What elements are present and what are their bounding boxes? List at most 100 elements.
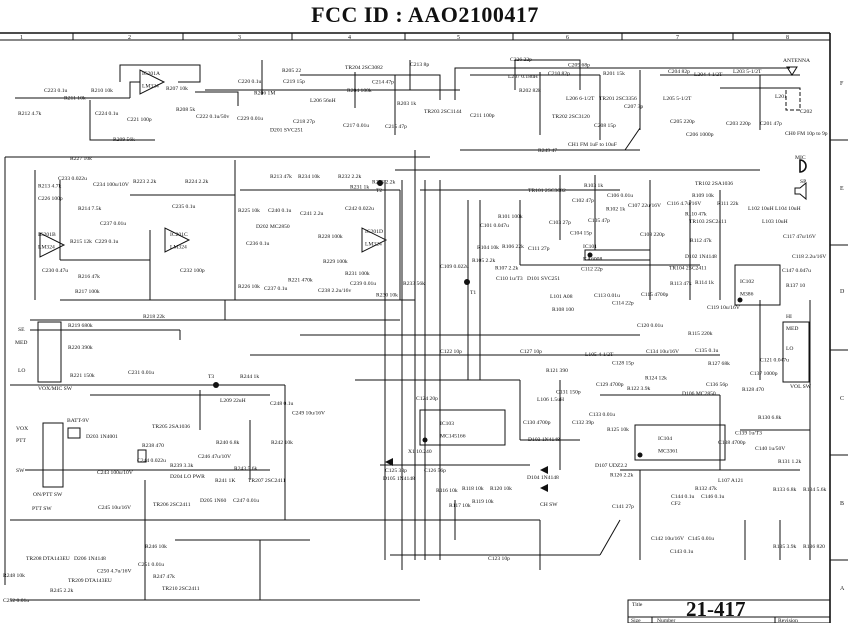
label-r103: R103 1k <box>584 183 603 189</box>
label-c103: C103 27p <box>549 220 571 226</box>
label-d101: D101 SVC251 <box>527 276 560 282</box>
ic104-chip <box>634 424 726 461</box>
row-label: C <box>840 396 844 402</box>
label-c213: C213 8p <box>410 62 429 68</box>
label-c202: C202 <box>800 109 812 115</box>
title-block-number-label: Number <box>657 618 675 623</box>
label-r108: R108 100 <box>552 307 574 313</box>
label-c239: C239 0.01u <box>350 281 376 287</box>
label-c142: C142 10u/16V <box>651 536 684 542</box>
label-r221: R221 470k <box>288 278 313 284</box>
vol-switch <box>782 321 810 383</box>
column-label: 2 <box>128 35 131 41</box>
ic-ref-label: IC101 <box>583 244 597 250</box>
label-c224: C224 0.1u <box>95 111 119 117</box>
wire <box>195 91 239 106</box>
ic-part-label: M386 <box>740 291 754 297</box>
label-tr206: TR206 2SC2411 <box>153 502 191 508</box>
components <box>37 66 810 492</box>
label-c226: C226 22p <box>510 57 532 63</box>
label-c138: C138 4700p <box>718 440 746 446</box>
label-c102: C102 47p <box>572 198 594 204</box>
label-ch1: CH1 FM 1uF to 10uF <box>568 142 617 148</box>
column-label: 7 <box>676 35 679 41</box>
ic-ref-label: IC201C <box>170 232 188 238</box>
label-r245: R245 2.2k <box>50 588 74 594</box>
label-r110: R110 47k <box>685 211 707 217</box>
label-c130: C130 4700p <box>523 420 551 426</box>
label-c219: C219 15p <box>283 79 305 85</box>
label-c128: C128 15p <box>612 360 634 366</box>
label-r213: R213 47k <box>270 174 292 180</box>
label-r229: R229 100k <box>323 259 348 265</box>
label-c117: C117 47u/16V <box>783 234 816 240</box>
label-c141: C141 27p <box>612 504 634 510</box>
test-point-t1 <box>464 279 470 285</box>
page-title: FCC ID : AAO2100417 <box>311 2 539 27</box>
label-d204: D204 LO PWR <box>170 474 205 480</box>
label-c242: C242 0.022u <box>345 206 374 212</box>
label-c233: C233 0.022u <box>58 176 87 182</box>
test-point-label: T3 <box>208 374 214 380</box>
label-c132: C132 39p <box>572 420 594 426</box>
label-c145: C145 0.01u <box>688 536 714 542</box>
vox-mic-switch-position: LO <box>18 368 25 374</box>
label-d202: D202 MC2850 <box>256 224 290 230</box>
label-r113: R113 47k <box>670 281 692 287</box>
ic-part-label: LM324 <box>170 244 187 250</box>
label-tr102: TR102 2SA1036 <box>695 181 733 187</box>
label-r242: R242 10k <box>271 440 293 446</box>
label-r105: R105 2.2k <box>472 258 496 264</box>
label-c204: C204 82p <box>668 69 690 75</box>
label-c244: C244 0.022u <box>137 458 166 464</box>
label-r230: R230 10k <box>376 292 398 298</box>
label-c206: C206 1000p <box>686 132 714 138</box>
label-r210: R210 10k <box>91 88 113 94</box>
label-c109: C109 0.022u <box>440 264 469 270</box>
vol-switch-position: HI <box>786 314 792 320</box>
label-c146: C146 0.1u <box>701 494 725 500</box>
label-c134: C134 10u/16V <box>646 349 679 355</box>
vox-mic-switch-position: MED <box>15 340 27 346</box>
label-c101: C101 0.047u <box>480 223 509 229</box>
label-c112: C112 22p <box>581 266 603 272</box>
label-l102: L102 10uH <box>748 206 774 212</box>
label-c251: C251 0.01u <box>138 562 164 568</box>
label-r125: R125 10k <box>607 427 629 433</box>
label-r225: R225 10k <box>238 208 260 214</box>
label-r247: R247 47k <box>153 574 175 580</box>
vol-switch-position: LO <box>786 346 793 352</box>
row-label: A <box>840 586 845 592</box>
label-r228: R228 100k <box>318 234 343 240</box>
on-ptt-switch-position: VOX <box>16 426 28 432</box>
speaker-icon <box>794 181 807 201</box>
label-r231: R231 100k <box>345 271 370 277</box>
label-c234: C234 100u/10V <box>93 182 129 188</box>
row-label: B <box>840 501 844 507</box>
ic-part-label: LM324 <box>142 83 159 89</box>
label-d203: D203 1N4001 <box>86 434 118 440</box>
row-label: D <box>840 289 845 295</box>
label-c106: C106 0.01u <box>607 193 633 199</box>
title-block <box>627 599 831 623</box>
diode-d103 <box>540 484 548 492</box>
label-r209: R209 56k <box>113 137 135 143</box>
label-l101: L101 A08 <box>550 294 573 300</box>
antenna-label: ANTENNA <box>783 58 810 64</box>
label-c230: C230 0.47u <box>42 268 68 274</box>
label-c147: C147 0.047u <box>782 268 811 274</box>
label-r111: R111 22k <box>717 201 739 207</box>
label-c126: C126 56p <box>424 468 446 474</box>
label-c139: C139 1u/T3 <box>735 431 762 437</box>
label-l107: L107 A121 <box>718 478 744 484</box>
label-c229: C229 0.01u <box>237 116 263 122</box>
label-r135: R135 3.9k <box>773 544 797 550</box>
wire <box>300 74 441 100</box>
label-r124: R124 12k <box>645 376 667 382</box>
label-r212: R212 4.7k <box>18 111 42 117</box>
label-l206: L206 56nH <box>310 98 336 104</box>
diode-d105 <box>385 458 393 466</box>
label-c144: C144 0.1u <box>671 494 695 500</box>
label-r205: R205 22 <box>282 68 301 74</box>
